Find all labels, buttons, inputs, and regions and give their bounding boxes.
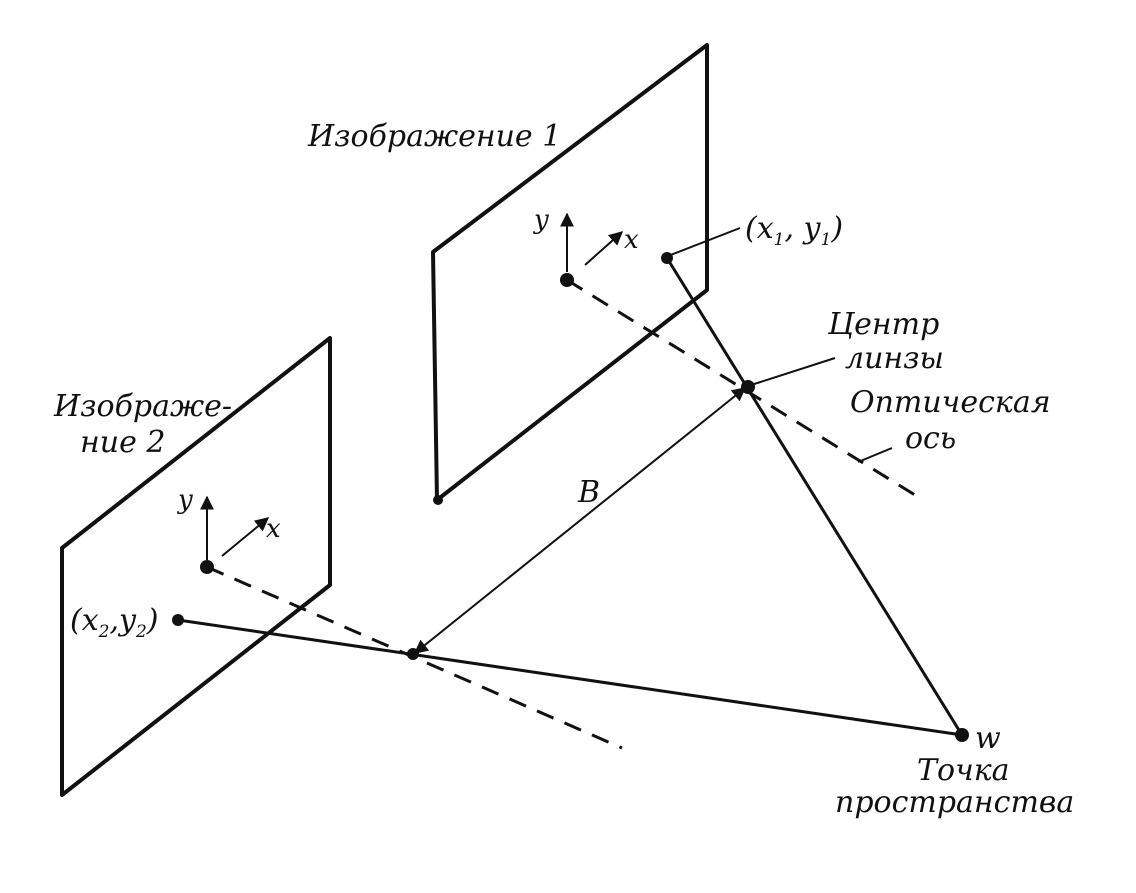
optical-axis-label-line2: ось xyxy=(905,421,956,456)
point2-mid: ,y xyxy=(109,603,137,638)
point1-close: ) xyxy=(830,211,843,246)
image1-y-label: y xyxy=(533,205,549,235)
image2-x-axis xyxy=(221,517,270,557)
lens-center-label-line2: линзы xyxy=(845,341,944,376)
image1-point-dot xyxy=(661,252,673,264)
world-point-dot xyxy=(955,728,969,742)
image2-y-label: y xyxy=(177,485,193,515)
point1-open: (x xyxy=(745,211,774,246)
image2-origin-dot xyxy=(200,560,214,574)
leader-optical-axis xyxy=(857,447,893,463)
point1-mid: , y xyxy=(784,211,821,246)
point1-sub1: 1 xyxy=(774,230,785,250)
lens-center-2-dot xyxy=(407,648,419,660)
point2-coord-label: (x2,y2) xyxy=(70,603,158,642)
point2-sub1: 2 xyxy=(98,622,110,642)
image-plane-2 xyxy=(60,336,332,797)
ray-image1-to-world xyxy=(665,257,964,736)
image1-origin-dot xyxy=(560,273,574,287)
point2-sub2: 2 xyxy=(135,622,147,642)
lens-center-1-dot xyxy=(741,380,755,394)
image-plane-1 xyxy=(431,43,709,502)
point1-sub2: 1 xyxy=(820,230,831,250)
lens-center-label-line1: Центр xyxy=(827,307,939,342)
image1-corner-dot xyxy=(433,495,443,505)
ray-image2-to-world xyxy=(177,618,963,737)
leader-point1 xyxy=(667,227,741,257)
point1-coord-label: (x1, y1) xyxy=(745,211,843,250)
point2-open: (x xyxy=(70,603,99,638)
baseline-arrow xyxy=(413,387,747,654)
image2-label-line2: ние 2 xyxy=(80,425,165,460)
optical-axis-label-line1: Оптическая xyxy=(850,385,1051,420)
image1-x-label: x xyxy=(624,225,639,255)
point2-close: ) xyxy=(146,603,159,638)
space-point-label-line1: Точка xyxy=(917,753,1010,788)
image2-label-line1: Изображе- xyxy=(53,389,232,424)
leader-lens-center xyxy=(747,357,836,387)
world-point-label: w xyxy=(975,721,1001,756)
optical-axis-1 xyxy=(566,278,916,497)
image2-x-label: x xyxy=(266,514,281,544)
baseline-label: B xyxy=(577,475,600,510)
image2-point-dot xyxy=(172,614,184,626)
space-point-label-line2: пространства xyxy=(835,785,1074,820)
image1-label: Изображение 1 xyxy=(307,119,561,154)
image1-x-axis xyxy=(584,231,624,266)
